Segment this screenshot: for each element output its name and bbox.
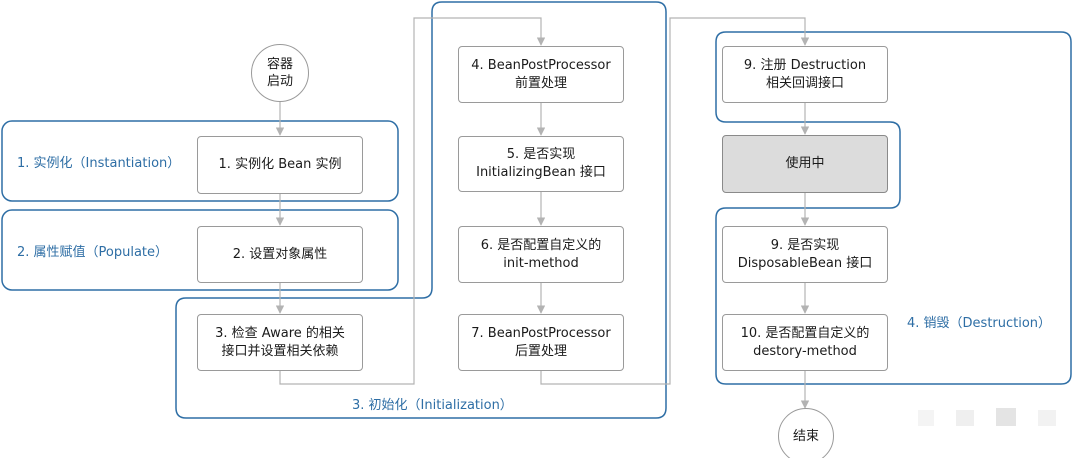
- step6-init-method: 6. 是否配置自定义的 init-method: [458, 226, 624, 283]
- step7-label-line2: 后置处理: [514, 343, 567, 359]
- phase-instantiation-label: 1. 实例化（Instantiation）: [15, 152, 183, 171]
- step10-label-line2: destory-method: [753, 343, 857, 359]
- step4-label-line2: 前置处理: [514, 75, 567, 91]
- phase-populate-frame: [1, 209, 399, 291]
- step7-label-line1: 7. BeanPostProcessor: [471, 325, 611, 341]
- phase-destruction-label: 4. 销毁（Destruction）: [905, 312, 1054, 331]
- step9a-label-line1: 9. 注册 Destruction: [743, 57, 867, 73]
- step4-label-line1: 4. BeanPostProcessor: [471, 57, 611, 73]
- step3-label-line1: 3. 检查 Aware 的相关: [215, 325, 345, 341]
- phase-destruction-frame: [715, 31, 1072, 385]
- step3-label-line2: 接口并设置相关依赖: [221, 343, 339, 359]
- step9-register-destruction: 9. 注册 Destruction 相关回调接口: [722, 46, 888, 103]
- step5-label-line2: InitializingBean 接口: [476, 165, 606, 180]
- step9a-label-line2: 相关回调接口: [765, 75, 844, 91]
- watermark-block: [1038, 410, 1056, 426]
- phase-initialization-frame: [175, 1, 667, 419]
- watermark-block: [956, 410, 974, 426]
- connector-step3-step4: [279, 17, 546, 385]
- step6-label-line2: init-method: [503, 255, 579, 271]
- step4-before-init-processor: 4. BeanPostProcessor 前置处理: [458, 46, 624, 103]
- step1-instantiate-bean: 1. 实例化 Bean 实例: [197, 136, 363, 194]
- step9b-label-line1: 9. 是否实现: [770, 237, 840, 253]
- start-node: 容器 启动: [251, 44, 309, 102]
- step2-set-properties: 2. 设置对象属性: [197, 226, 363, 283]
- step7-after-init-processor: 7. BeanPostProcessor 后置处理: [458, 314, 624, 371]
- in-use-label: 使用中: [785, 156, 825, 171]
- connector-step7-step9a: [540, 17, 810, 385]
- in-use-state: 使用中: [722, 135, 888, 193]
- step10-label-line1: 10. 是否配置自定义的: [740, 325, 870, 341]
- step6-label-line1: 6. 是否配置自定义的: [480, 237, 602, 253]
- step1-label: 1. 实例化 Bean 实例: [218, 157, 342, 172]
- phase-populate-label: 2. 属性赋值（Populate）: [15, 241, 171, 260]
- step2-label: 2. 设置对象属性: [232, 246, 328, 262]
- end-node-label: 结束: [792, 428, 819, 444]
- start-node-line2: 启动: [266, 74, 293, 89]
- watermark-block: [996, 408, 1016, 426]
- phase-instantiation-frame: [1, 120, 399, 202]
- phase-initialization-label: 3. 初始化（Initialization）: [350, 394, 515, 413]
- start-node-line1: 容器: [266, 57, 293, 72]
- step9b-label-line2: DisposableBean 接口: [737, 255, 873, 271]
- step10-destroy-method: 10. 是否配置自定义的 destory-method: [722, 314, 888, 371]
- end-node: 结束: [778, 408, 834, 458]
- step9-disposable-bean: 9. 是否实现 DisposableBean 接口: [722, 226, 888, 283]
- step5-initializing-bean: 5. 是否实现 InitializingBean 接口: [458, 136, 624, 192]
- step5-label-line1: 5. 是否实现: [506, 147, 576, 162]
- watermark-block: [918, 410, 934, 426]
- step3-aware-check: 3. 检查 Aware 的相关 接口并设置相关依赖: [197, 314, 363, 371]
